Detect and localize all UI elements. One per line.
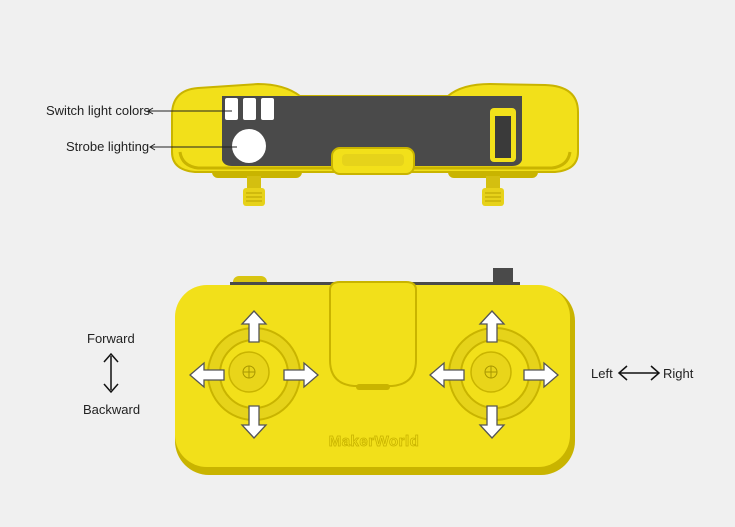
top-dark-panel [222, 96, 522, 166]
up-arrow-icon [478, 310, 506, 343]
joystick-right [448, 327, 542, 421]
label-switch-light-colors: Switch light colors [46, 103, 151, 118]
annotation-leaders [147, 107, 237, 151]
center-latch [329, 281, 417, 387]
up-arrow-icon [240, 310, 268, 343]
color-button-3 [261, 98, 274, 120]
controller-front-view: MakerWorld [175, 268, 575, 475]
down-arrow-icon [240, 405, 268, 439]
left-arrow-icon [189, 361, 225, 389]
down-arrow-icon [478, 405, 506, 439]
label-right: Right [663, 366, 694, 381]
label-forward: Forward [87, 331, 135, 346]
horizontal-double-arrow-icon [617, 365, 661, 381]
right-arrow-icon [523, 361, 559, 389]
strobe-button [232, 129, 266, 163]
label-strobe-lighting: Strobe lighting [66, 139, 150, 154]
left-arrow-icon [429, 361, 465, 389]
screw-left [243, 176, 265, 206]
controller-top-view [171, 82, 579, 206]
right-arrow-icon [283, 361, 319, 389]
color-button-1 [225, 98, 238, 120]
screw-right [482, 176, 504, 206]
makerworld-logo: MakerWorld [329, 433, 420, 450]
joystick-right-arrows [429, 310, 559, 439]
label-left: Left [591, 366, 613, 381]
label-backward: Backward [83, 402, 141, 417]
color-button-2 [243, 98, 256, 120]
joystick-left-arrows [189, 310, 319, 439]
vertical-double-arrow-icon [103, 352, 119, 394]
